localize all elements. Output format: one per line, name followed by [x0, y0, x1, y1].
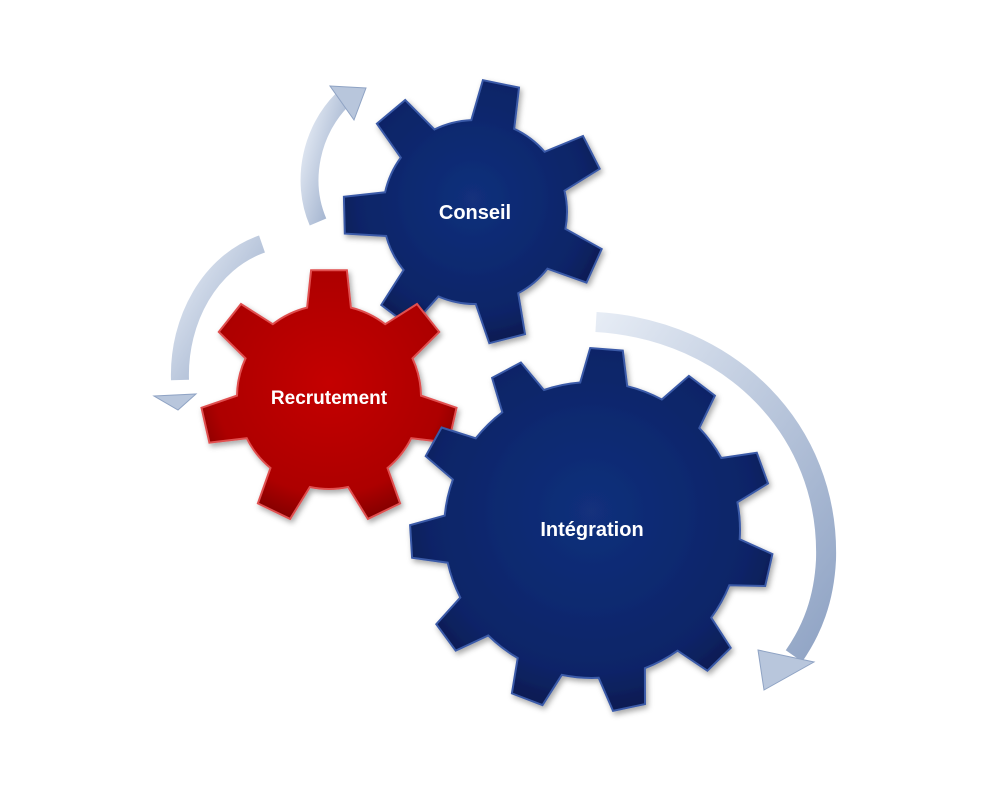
gear-conseil-shape	[342, 79, 603, 345]
gear-recrutement-shape	[200, 269, 458, 521]
arrow-top-icon	[300, 85, 367, 226]
cycle-arrows	[152, 85, 837, 691]
arrow-right-icon	[595, 312, 837, 691]
arrow-left-icon	[152, 235, 266, 411]
gear-integration-shape	[409, 346, 774, 712]
gear-recrutement-label: Recrutement	[271, 388, 388, 409]
gear-integration: Intégration	[409, 346, 774, 712]
gear-conseil-label: Conseil	[439, 202, 511, 224]
gear-recrutement: Recrutement	[200, 269, 458, 521]
gear-integration-label: Intégration	[540, 519, 643, 541]
gear-conseil: Conseil	[342, 79, 603, 345]
